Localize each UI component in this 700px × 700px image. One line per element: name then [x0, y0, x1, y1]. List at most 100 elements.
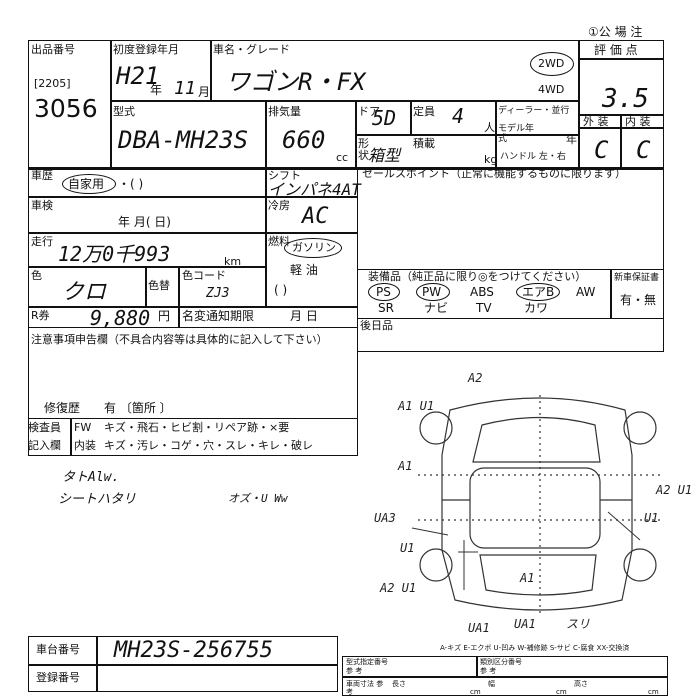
equipment-pw-circle — [416, 283, 450, 301]
dims-width: 幅 — [488, 680, 495, 688]
model-name-label: 車名・グレード — [213, 43, 290, 56]
dims-length-unit: cm — [470, 688, 481, 696]
capacity-label: 定員 — [413, 105, 435, 118]
damage-mark-left-lower: U1 — [400, 541, 414, 555]
recycle-unit: 円 — [158, 309, 171, 323]
equipment-item-aw: AW — [576, 285, 596, 299]
mileage-unit: km — [224, 255, 242, 268]
rating-label: 評 価 点 — [594, 43, 638, 57]
equipment-item-abs: ABS — [470, 285, 494, 299]
color-label: 色 — [31, 269, 42, 282]
aircon-label: 冷房 — [268, 199, 290, 212]
recycle-label: R券 — [31, 309, 50, 322]
inspector-label-2: 記入欄 — [28, 439, 61, 452]
dealer-year-unit: 年 — [566, 133, 577, 146]
repair-value: 有 〔箇所 〕 — [104, 401, 172, 415]
dims-label: 車両寸法 参 考 — [346, 680, 384, 696]
damage-mark-bumper-right: スリ — [566, 617, 590, 631]
equipment-item-navi: ナビ — [424, 301, 449, 315]
drive-selected-circle — [530, 52, 574, 76]
usage-label: 車歴 — [31, 169, 53, 182]
body-type-label: 形状 — [358, 137, 369, 162]
registration-month: 11 — [174, 78, 196, 99]
fuel-diesel: 軽 油 — [290, 263, 318, 277]
damage-mark-bumper-center: UA1 — [514, 617, 536, 631]
damage-mark-right: A2 U1 — [655, 483, 692, 497]
inspector-label-1: 検査員 — [28, 421, 61, 434]
notes-label: 注意事項申告欄（不具合内容等は具体的に記入して下さい） — [31, 333, 328, 346]
handle-label: ハンドル 左・右 — [500, 152, 566, 162]
damage-mark-bumper-left: UA1 — [468, 621, 490, 635]
equipment-item-leather: カワ — [524, 301, 549, 315]
registration-year-unit: 年 — [150, 83, 163, 97]
new-car-value: 有・無 — [620, 293, 657, 307]
inspector-frame — [28, 418, 358, 456]
dims-length: 長さ — [392, 680, 406, 688]
inspection-text: 年 月( 日) — [118, 215, 171, 229]
color-code-value: ZJ3 — [206, 286, 230, 301]
damage-mark-front: A2 — [467, 371, 482, 385]
fuel-gasoline: ガソリン — [292, 241, 336, 254]
registration-year: H21 — [116, 62, 160, 90]
recycle-value: 9,880 — [90, 306, 151, 330]
drive-2wd: 2WD — [538, 57, 565, 70]
damage-mark-rear-left: A2 U1 — [379, 581, 416, 595]
new-car-label: 新車保証書 — [614, 273, 660, 283]
chassis-label: 車台番号 — [36, 643, 80, 656]
class-number-label: 類別区分番号 — [480, 658, 522, 666]
color-value: クロ — [62, 280, 107, 305]
damage-mark-left-rear: UA3 — [374, 511, 396, 525]
damage-mark-left-door: A1 — [397, 459, 412, 473]
equipment-label: 装備品（純正品に限り◎をつけてください） — [368, 270, 587, 283]
dims-height-unit: cm — [648, 688, 659, 696]
dims-width-unit: cm — [556, 688, 567, 696]
inspector-line-1: キズ・飛石・ヒビ割・リペア跡・×要 — [104, 421, 290, 434]
mileage-label: 走行 — [31, 235, 53, 248]
legend-text: A-キズ E-エクボ U-凹み W-補修跡 S-サビ C-腐食 XX-交換済 — [440, 644, 630, 652]
rating-interior-label: 内 装 — [625, 115, 651, 128]
equipment-item-sr: SR — [378, 301, 394, 315]
body-type-value: 箱型 — [368, 146, 401, 165]
header-stamp: ①公 場 注 — [588, 25, 643, 39]
class-number-ref: 参 考 — [480, 667, 497, 675]
handwritten-note-2: シートハタリ — [58, 492, 137, 507]
usage-circle — [62, 174, 116, 194]
equipment-ps-circle — [368, 283, 400, 301]
model-code-value: DBA-MH23S — [118, 126, 249, 154]
damage-mark-front-left: A1 U1 — [397, 399, 434, 413]
plate-label: 登録番号 — [36, 671, 80, 684]
color-code-label-1: 色替 — [148, 279, 170, 292]
chassis-value: MH23S-256755 — [114, 638, 273, 663]
rating-exterior-label: 外 装 — [583, 115, 609, 128]
sale-points-label: セールスポイント（正常に機能するものに限ります） — [362, 167, 626, 180]
registration-label: 初度登録年月 — [113, 43, 179, 56]
top-section-frame — [28, 40, 664, 168]
equipment-item-tv: TV — [476, 301, 492, 315]
rating-interior: C — [636, 136, 651, 164]
repair-label: 修復歴 — [44, 401, 81, 415]
aircon-value: AC — [302, 204, 329, 229]
color-code-label-2: 色コード — [182, 269, 226, 282]
shift-value: インパネ4AT — [268, 180, 361, 199]
fuel-circle — [284, 238, 342, 258]
model-code-label: 型式 — [113, 105, 135, 118]
displacement-value: 660 — [282, 126, 326, 154]
doors-value: 5D — [372, 106, 397, 130]
lot-label: 出品番号 — [31, 43, 75, 56]
inspection-label: 車検 — [31, 199, 53, 212]
type-approval-label: 型式指定番号 — [346, 658, 388, 666]
rating-score: 3.5 — [602, 84, 649, 114]
inspector-fw: FW — [74, 421, 92, 434]
damage-mark-rear-glass: A1 — [519, 571, 534, 585]
body-load-label: 積載 — [413, 137, 435, 150]
equipment-airbag-circle — [516, 283, 560, 301]
capacity-unit: 人 — [484, 121, 495, 134]
displacement-label: 排気量 — [268, 105, 301, 118]
mileage-value: 12万0千993 — [58, 242, 171, 266]
registration-month-unit: 月 — [198, 85, 211, 99]
handwritten-note-1: タトAlw. — [62, 470, 120, 485]
body-load-unit: kg — [484, 153, 498, 166]
capacity-value: 4 — [452, 104, 465, 128]
